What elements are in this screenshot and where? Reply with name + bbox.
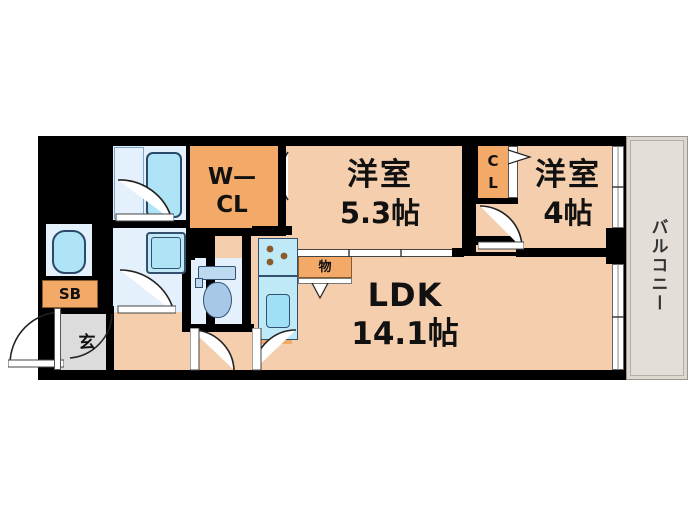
balcony-label: バルコニー [647,217,668,313]
wall-hall-left [106,306,114,372]
entrance-door-jamb [54,308,61,370]
room53-floor [286,146,462,250]
wall-room53-right [462,138,472,256]
entrance-tile [60,312,114,370]
closet-door-arrow-icon [508,149,532,165]
storage-door-arrow-icon [311,283,329,299]
stove-burners-icon [266,245,288,266]
wall-wcl-bottom [190,226,292,235]
ldk-area-label: 14.1帖 [351,315,459,352]
closet-door-panel[interactable] [508,146,518,198]
wall-toilet-left [182,254,191,332]
ldk-entry-door[interactable] [252,328,300,372]
wcl-label-line2: CL [216,191,248,218]
room53-area-label: 5.3帖 [339,195,421,230]
closet-label-line1: C [487,151,499,170]
wcl-door[interactable] [286,150,334,202]
room4-floor [516,146,616,250]
wall-balcony-pier [606,228,626,264]
closet-cl [478,146,508,198]
shoe-box [42,280,98,308]
wall-washer-right [92,222,100,278]
wall-sb-bottom [40,306,114,314]
ldk-name-label: LDK [367,276,443,314]
wall-wcl-right-lower [276,212,286,234]
closet-label-line2: L [488,173,498,192]
toilet-tank-icon [198,266,236,280]
toilet-door[interactable] [190,328,238,372]
wall-room4-bottom [516,248,618,257]
hall-door[interactable] [114,268,176,314]
toilet-lever-icon [195,278,203,288]
wall-toilet-right [242,236,251,332]
entrance-door[interactable] [8,310,64,368]
bath-door[interactable] [114,178,174,222]
entrance-label: 玄 [78,332,96,353]
toilet-bowl-icon [203,282,232,318]
wall-hall-ceiling [186,324,254,332]
kitchen-sink-basin-icon [266,294,290,328]
storage-label: 物 [318,259,332,275]
wall-sb-top [40,276,100,283]
room53-name-label: 洋室 [347,156,413,193]
pipe-shaft-block [40,138,112,222]
balcony-window-lower-mark-icon [612,264,624,370]
kitchen-stove-icon [258,238,298,276]
shoe-box-label: SB [58,284,82,303]
washing-machine-pan-icon [52,230,86,274]
wall-room53-bottom-right [452,248,464,257]
sliding-door-marks-icon [348,249,402,257]
wash-basin-inner [151,237,181,269]
room4-area-label: 4帖 [543,195,593,230]
wall-wcl-right [276,138,286,198]
wall-corridor-right [470,236,518,245]
walk-in-closet-notch [190,196,252,228]
ldk-room53-sliding-door[interactable] [298,249,452,257]
wcl-label-line1: W— [207,163,257,190]
room4-name-label: 洋室 [535,156,601,193]
balcony-window-upper-mark-icon [612,146,624,228]
room4-door[interactable] [478,204,524,250]
balcony-outer-gap [630,140,684,376]
wall-bath-bottom [110,220,190,228]
wall-closet-bottom [470,196,518,204]
entrance-step-arc [69,313,113,359]
